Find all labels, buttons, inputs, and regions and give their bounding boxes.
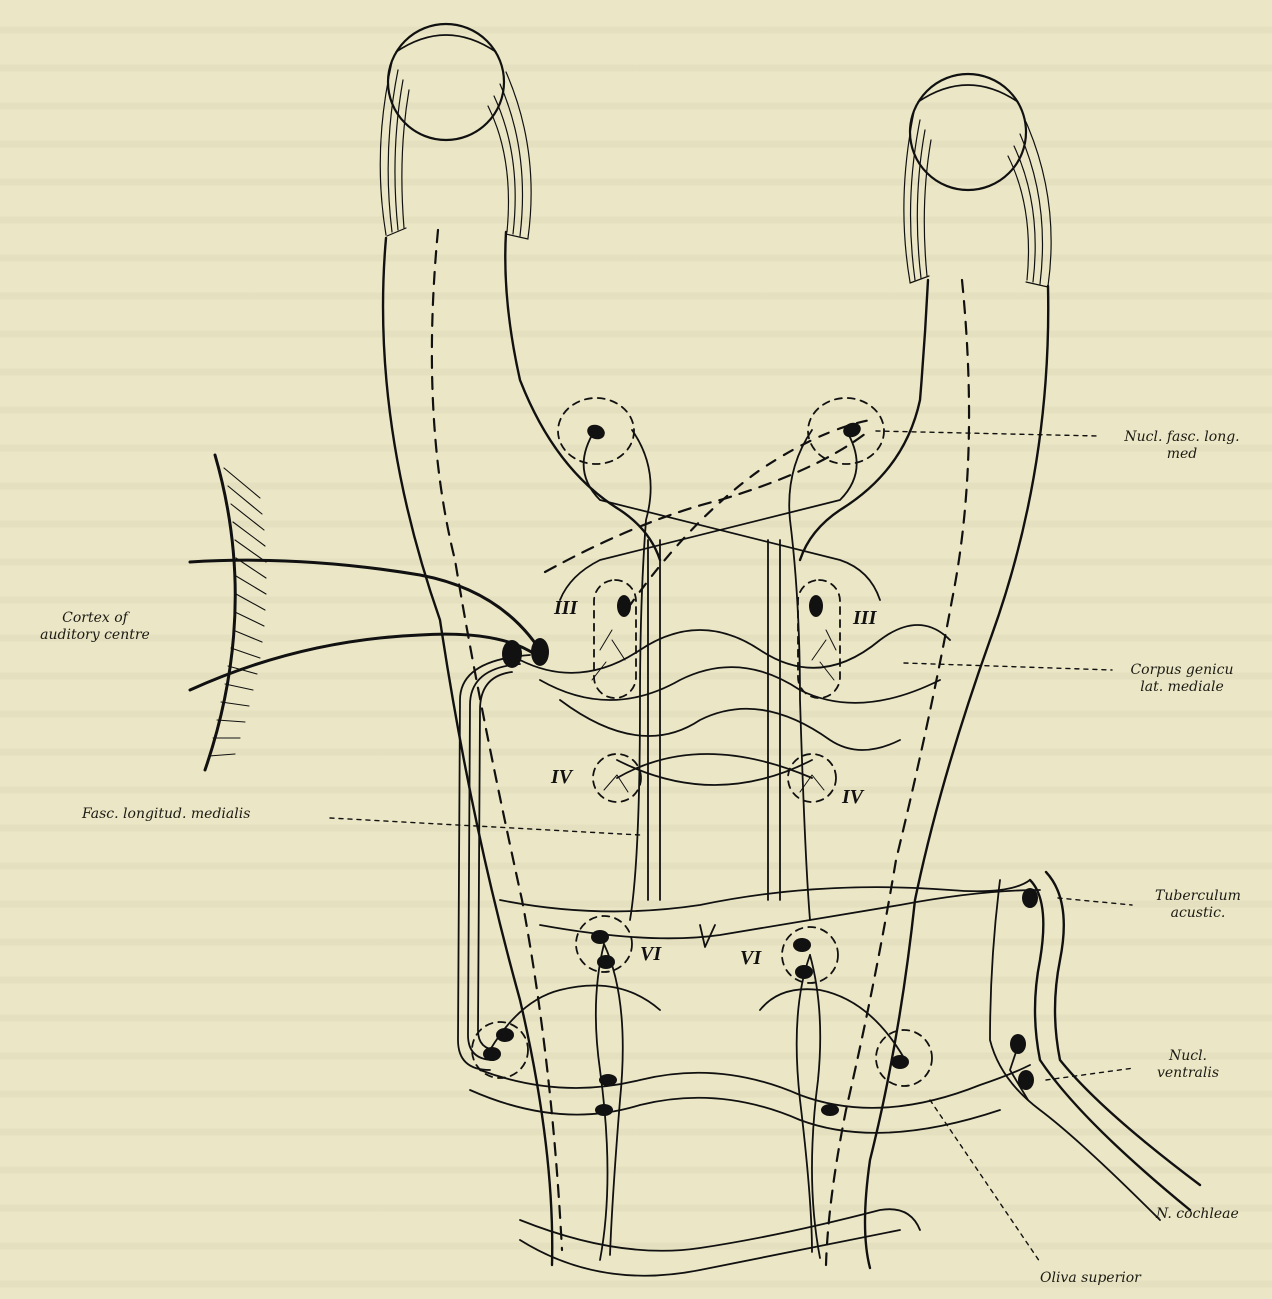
right-eye-muscles [904,112,1051,287]
left-eyeball [388,24,504,140]
label-III-left: III [554,598,577,618]
right-eyeball [910,74,1026,190]
cortex-auditory-centre [205,455,266,770]
label-nucl-ventralis: Nucl. ventralis [1128,1048,1248,1082]
label-tuberculum: Tuberculum acustic. [1128,888,1268,922]
label-line: acustic. [1128,905,1268,922]
label-line: Tuberculum [1128,888,1268,905]
label-VI-right: VI [740,948,761,968]
label-n-cochleae: N. cochleae [1156,1206,1239,1223]
label-corpus-genic: Corpus genicu lat. mediale [1112,662,1252,696]
label-line: ventralis [1128,1065,1248,1082]
leader-lines [330,431,1134,1262]
label-line: Corpus genicu [1112,662,1252,679]
label-nucl-fasc-long: Nucl. fasc. long. med [1102,429,1262,463]
label-VI-left: VI [640,944,661,964]
label-fasc-longitud: Fasc. longitud. medialis [82,806,250,823]
label-line: auditory centre [20,627,170,644]
label-line: Nucl. [1128,1048,1248,1065]
label-cortex-auditory: Cortex of auditory centre [20,610,170,644]
label-III-right: III [853,608,876,628]
label-line: med [1102,446,1262,463]
label-oliva-superior: Oliva superior [1040,1270,1141,1287]
outline [383,232,1048,1268]
label-line: Nucl. fasc. long. [1102,429,1262,446]
label-IV-right: IV [842,787,863,807]
fibres [190,430,1200,1276]
nucleus-circles [472,398,932,1086]
label-IV-left: IV [551,767,572,787]
dashed-pathways [432,230,969,1265]
label-line: Cortex of [20,610,170,627]
left-eye-muscles [380,62,531,239]
label-line: lat. mediale [1112,679,1252,696]
